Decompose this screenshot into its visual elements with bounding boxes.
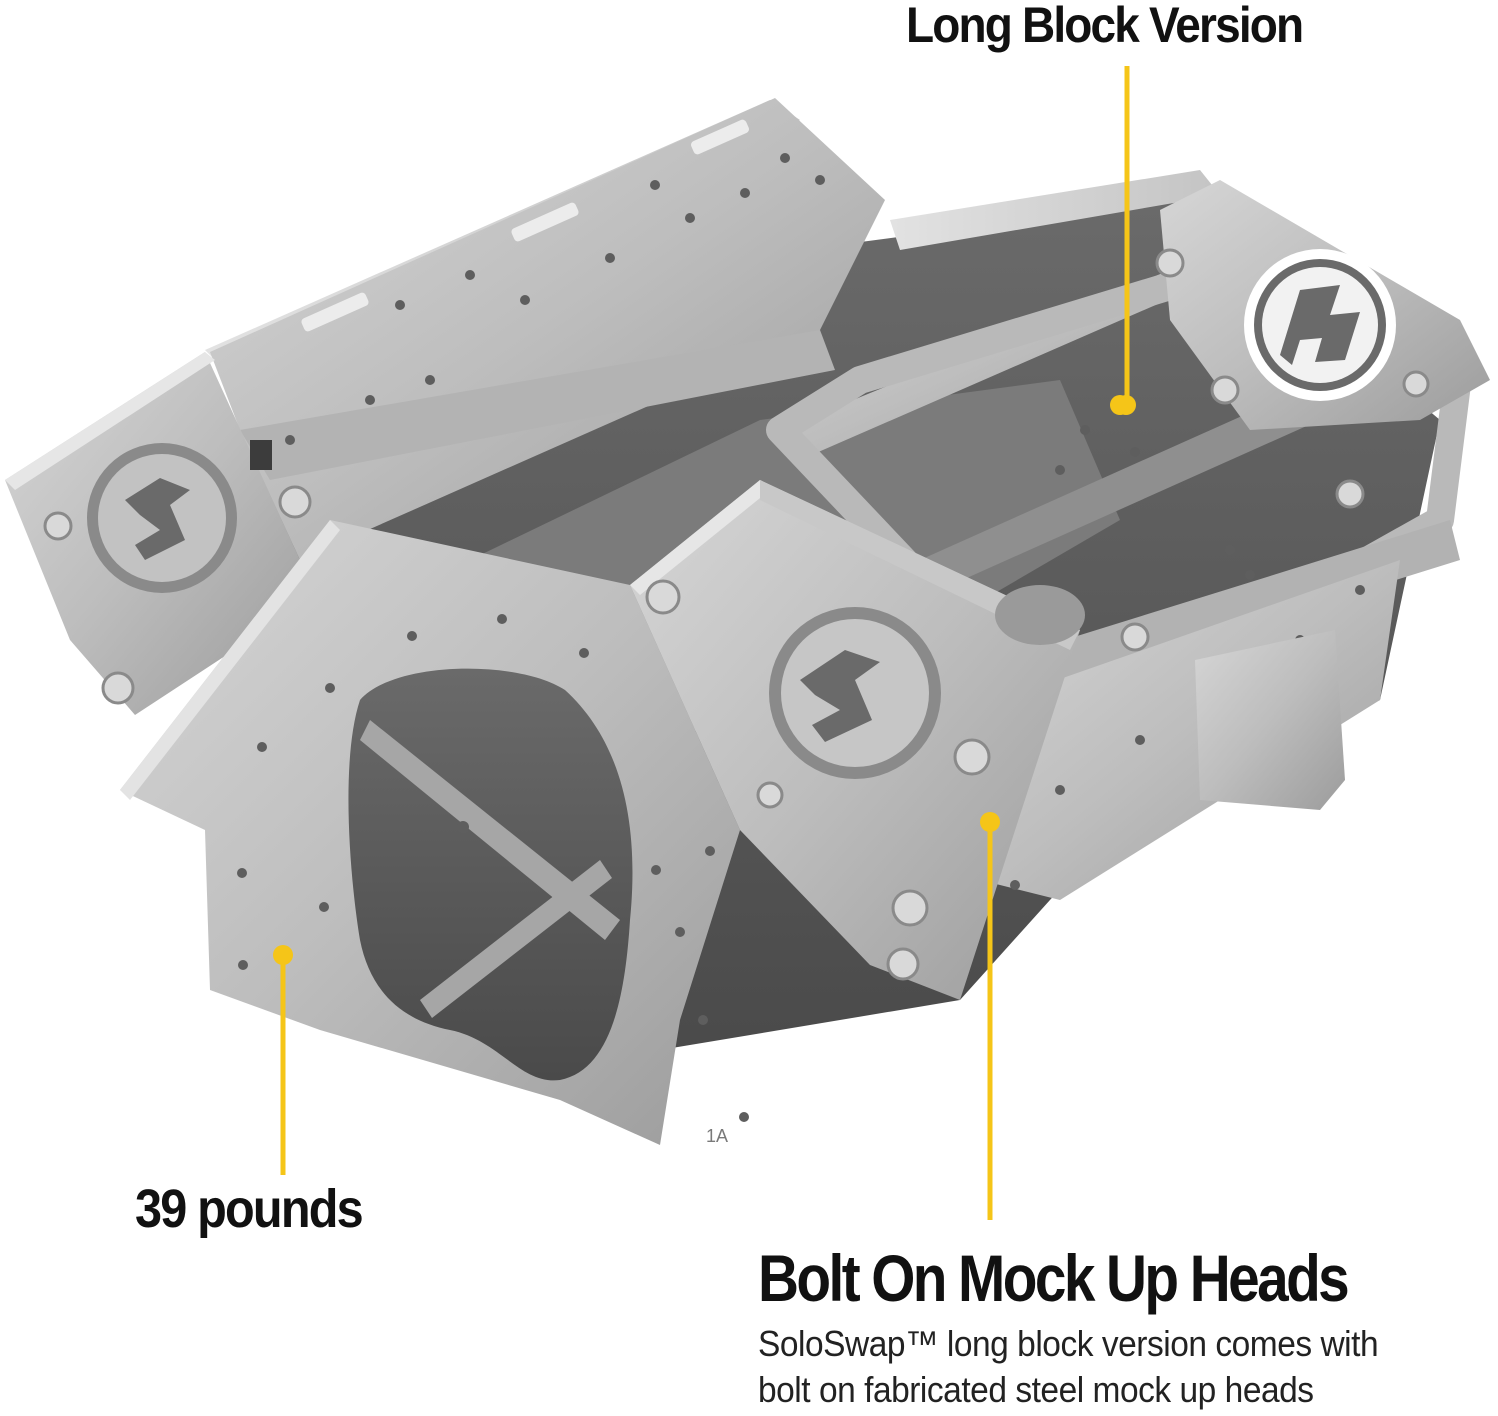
mock-up-heads-description-line-1: SoloSwap™ long block version comes with (758, 1323, 1379, 1364)
engraving-stamp: 1A (706, 1126, 728, 1146)
soloswap-logo-icon (1244, 249, 1396, 401)
long-block-version-label: Long Block Version (906, 0, 1304, 53)
soloswap-logo-icon (87, 443, 237, 593)
long-block-dot (1116, 395, 1136, 415)
bolt-icon (43, 485, 312, 705)
bolt-icon (645, 579, 991, 981)
mock-up-heads-title: Bolt On Mock Up Heads (758, 1241, 1350, 1315)
soloswap-logo-icon (769, 607, 941, 779)
rear-plate (995, 585, 1345, 810)
mock-up-heads-description-line-2: bolt on fabricated steel mock up heads (758, 1369, 1314, 1410)
left-mock-up-head (5, 98, 885, 715)
block-front-plate: 1A (120, 520, 749, 1146)
callout-leaders (280, 66, 1136, 1220)
bolt-icon (1120, 248, 1430, 652)
weight-label: 39 pounds (135, 1179, 364, 1239)
